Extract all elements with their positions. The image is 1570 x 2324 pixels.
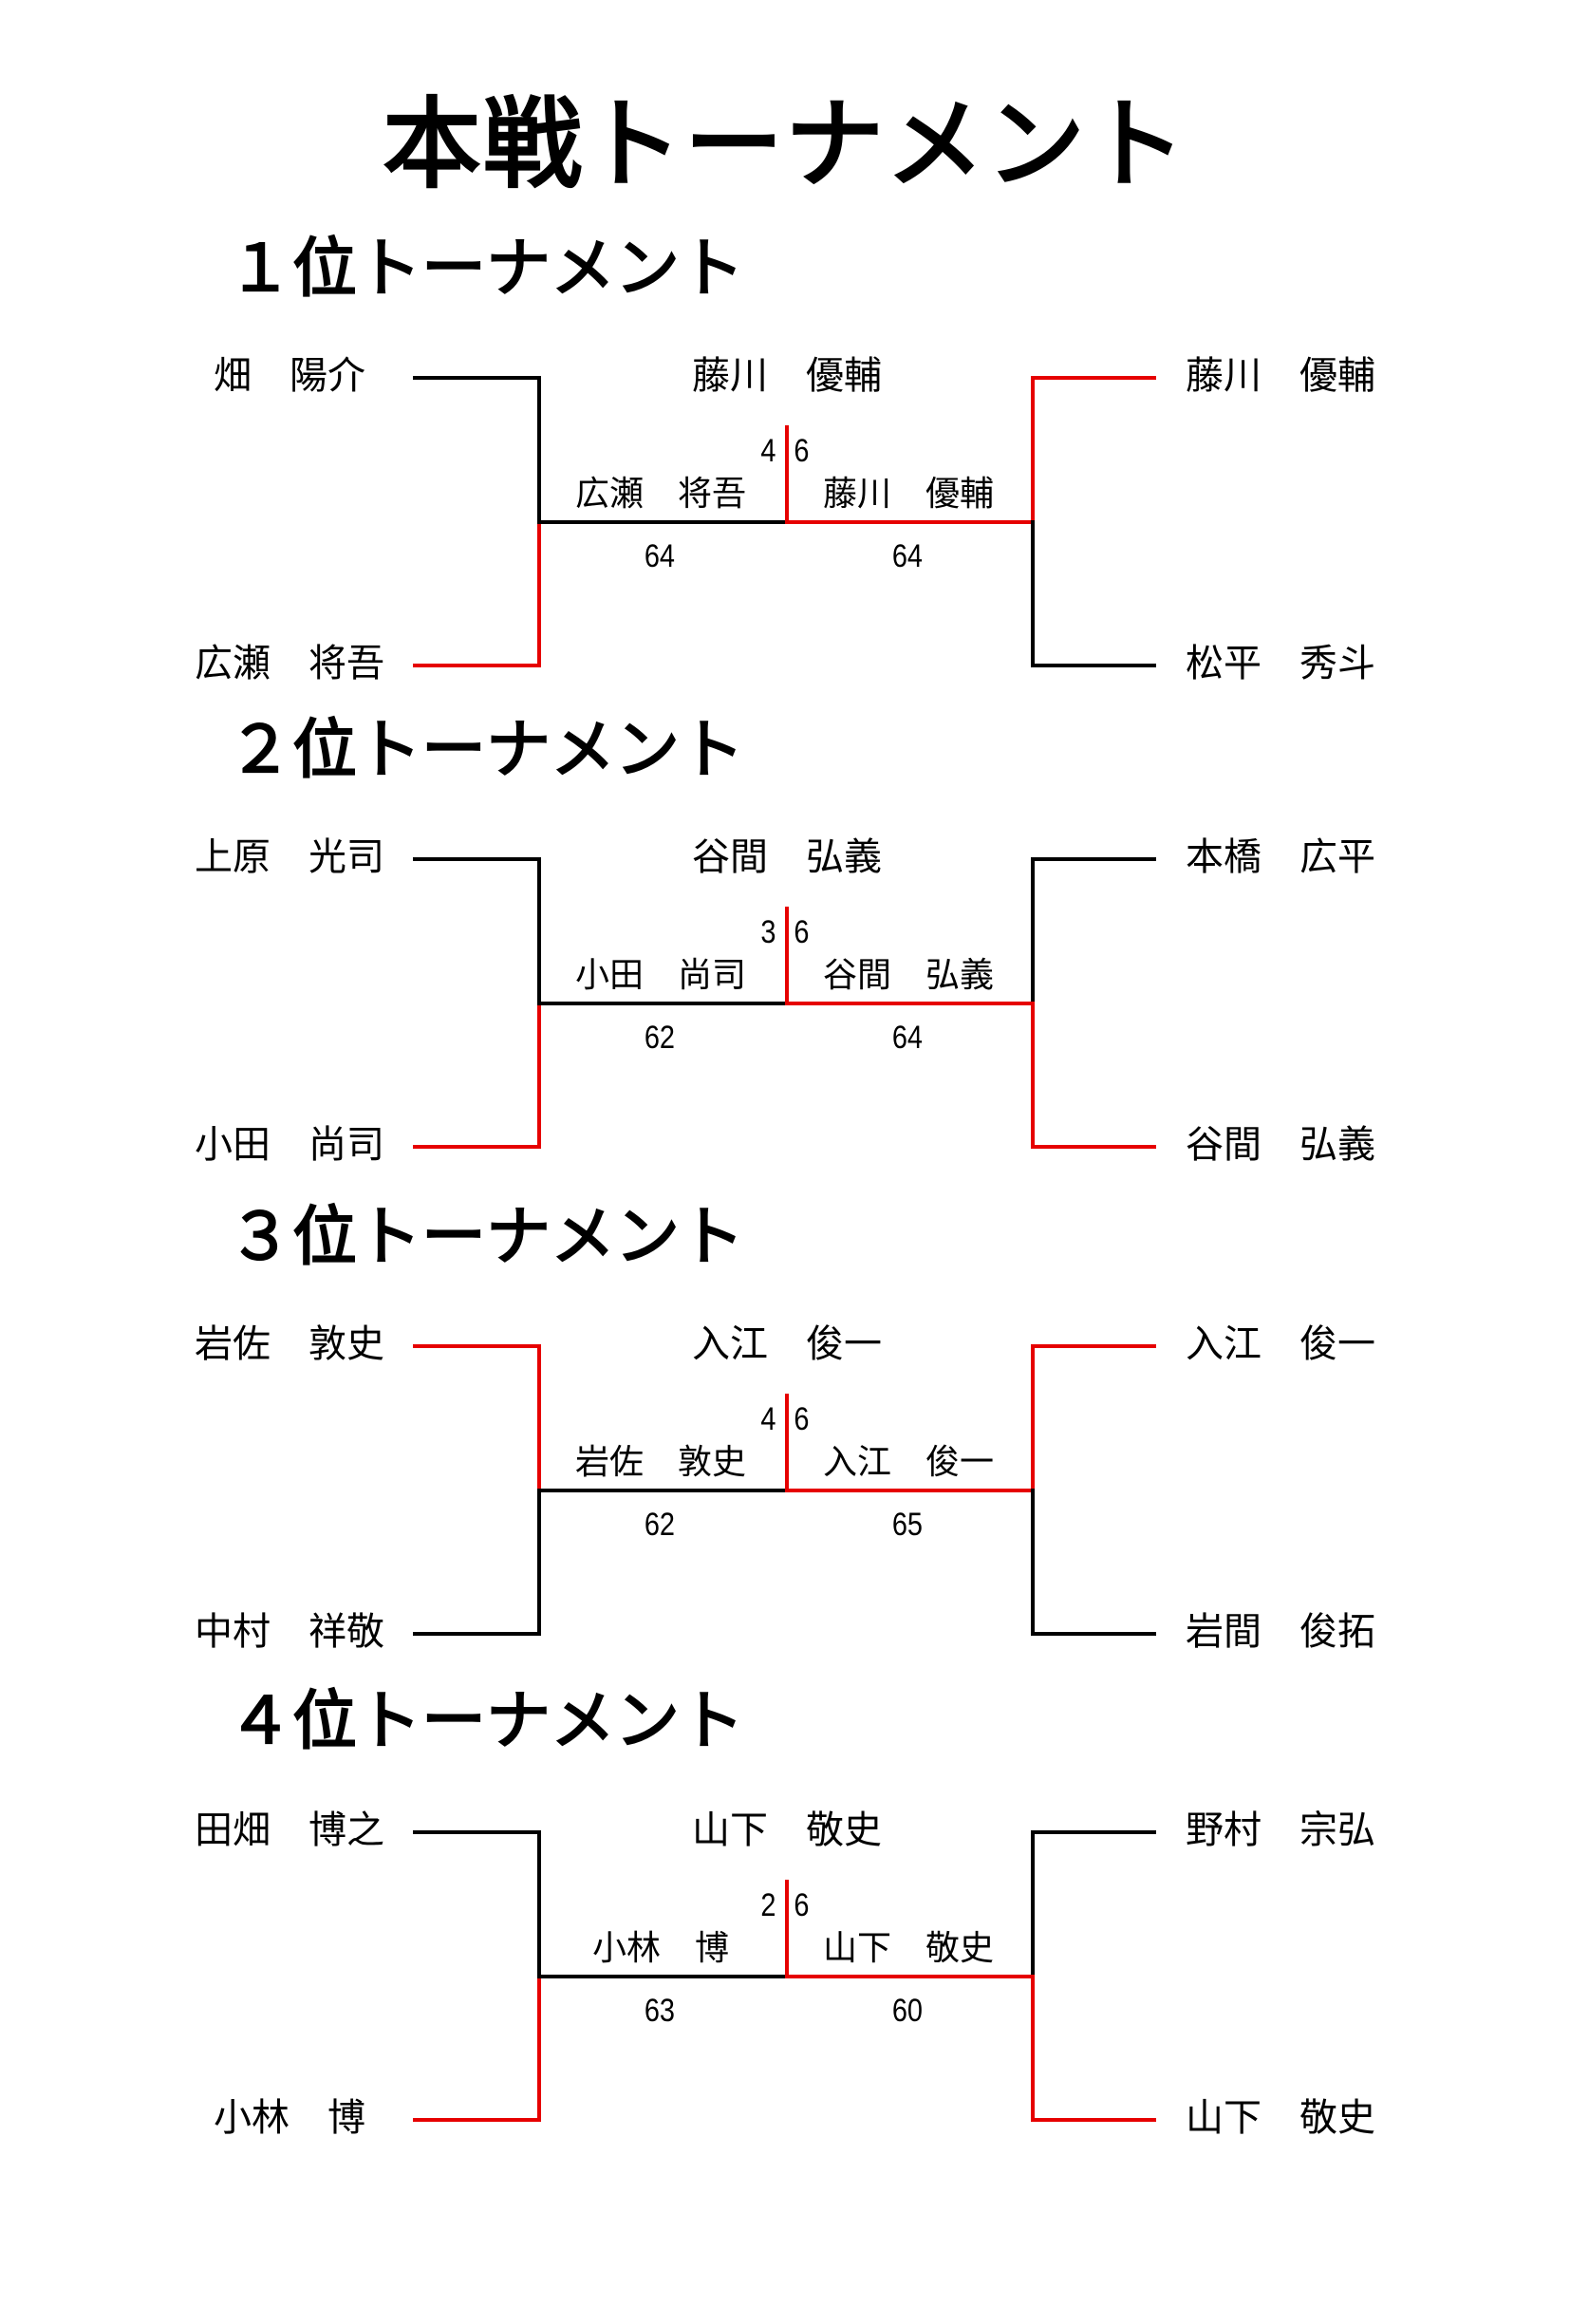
- line-left-bottom: [413, 2118, 541, 2122]
- line-right-bottom: [1031, 1632, 1156, 1636]
- semifinal-right-score: 60: [891, 1993, 923, 2029]
- line-left-vertical-bottom: [537, 1002, 541, 1149]
- line-center-right: [785, 520, 1035, 524]
- section-heading: ２位トーナメント: [228, 713, 745, 788]
- line-final-divider: [785, 1880, 789, 1978]
- line-left-vertical-top: [537, 376, 541, 524]
- player-right-top: 野村 宗弘: [1186, 1809, 1375, 1852]
- player-right-bottom: 松平 秀斗: [1186, 642, 1375, 685]
- player-right-top: 入江 俊一: [1186, 1322, 1375, 1366]
- final-left-score: 2: [760, 1887, 776, 1923]
- line-left-vertical-top: [537, 857, 541, 1005]
- line-final-divider: [785, 425, 789, 524]
- semifinal-right-score: 65: [891, 1507, 923, 1543]
- line-right-top: [1031, 1344, 1156, 1348]
- semifinal-left-score: 63: [644, 1993, 675, 2029]
- player-left-bottom: 中村 祥敬: [195, 1610, 384, 1654]
- line-center-left: [537, 1002, 785, 1005]
- line-left-vertical-bottom: [537, 1975, 541, 2122]
- champion-name: 藤川 優輔: [692, 354, 882, 398]
- semifinal-right-score: 64: [891, 538, 923, 574]
- final-left-score: 4: [760, 433, 776, 469]
- line-left-bottom: [413, 1632, 541, 1636]
- final-right-score: 6: [794, 433, 810, 469]
- line-right-top: [1031, 1830, 1156, 1834]
- line-right-vertical-top: [1031, 857, 1035, 1005]
- line-left-bottom: [413, 664, 541, 667]
- line-right-bottom: [1031, 2118, 1156, 2122]
- semifinal-right-name: 山下 敬史: [822, 1929, 994, 1968]
- final-left-score: 3: [760, 914, 776, 950]
- player-right-bottom: 岩間 俊拓: [1186, 1610, 1375, 1654]
- player-right-bottom: 谷間 弘義: [1186, 1123, 1375, 1167]
- semifinal-left-name: 小田 尚司: [574, 956, 746, 995]
- line-center-right: [785, 1489, 1035, 1492]
- semifinal-right-name: 谷間 弘義: [822, 956, 994, 995]
- player-left-top: 岩佐 敦史: [195, 1322, 384, 1366]
- semifinal-left-name: 岩佐 敦史: [574, 1443, 746, 1482]
- line-left-top: [413, 1830, 541, 1834]
- line-left-top: [413, 376, 541, 380]
- line-final-divider: [785, 1394, 789, 1492]
- line-right-vertical-top: [1031, 1344, 1035, 1492]
- line-right-vertical-top: [1031, 1830, 1035, 1978]
- player-left-bottom: 広瀬 将吾: [195, 642, 384, 685]
- final-right-score: 6: [794, 1401, 810, 1437]
- section-heading: ３位トーナメント: [228, 1200, 745, 1275]
- player-left-top: 上原 光司: [195, 835, 384, 879]
- semifinal-left-score: 62: [644, 1020, 675, 1056]
- player-left-bottom: 小田 尚司: [195, 1123, 384, 1167]
- line-right-vertical-bottom: [1031, 1975, 1035, 2122]
- line-left-vertical-top: [537, 1344, 541, 1492]
- line-left-vertical-bottom: [537, 1489, 541, 1636]
- champion-name: 山下 敬史: [692, 1809, 882, 1852]
- line-left-bottom: [413, 1145, 541, 1149]
- line-right-vertical-bottom: [1031, 1489, 1035, 1636]
- semifinal-right-name: 藤川 優輔: [822, 475, 994, 514]
- player-right-top: 本橋 広平: [1186, 835, 1375, 879]
- semifinal-left-score: 62: [644, 1507, 675, 1543]
- player-right-bottom: 山下 敬史: [1186, 2096, 1375, 2140]
- final-left-score: 4: [760, 1401, 776, 1437]
- player-left-top: 畑 陽介: [214, 354, 365, 398]
- final-right-score: 6: [794, 914, 810, 950]
- line-center-left: [537, 1489, 785, 1492]
- player-left-bottom: 小林 博: [214, 2096, 365, 2140]
- player-right-top: 藤川 優輔: [1186, 354, 1375, 398]
- line-left-top: [413, 857, 541, 861]
- semifinal-left-name: 小林 博: [591, 1929, 729, 1968]
- final-right-score: 6: [794, 1887, 810, 1923]
- line-center-right: [785, 1002, 1035, 1005]
- line-left-top: [413, 1344, 541, 1348]
- section-heading: ４位トーナメント: [228, 1684, 745, 1759]
- line-right-bottom: [1031, 664, 1156, 667]
- champion-name: 谷間 弘義: [692, 835, 882, 879]
- semifinal-left-score: 64: [644, 538, 675, 574]
- line-right-vertical-bottom: [1031, 520, 1035, 667]
- line-center-left: [537, 1975, 785, 1978]
- semifinal-left-name: 広瀬 将吾: [574, 475, 746, 514]
- line-right-top: [1031, 857, 1156, 861]
- semifinal-right-score: 64: [891, 1020, 923, 1056]
- line-final-divider: [785, 907, 789, 1005]
- line-right-vertical-top: [1031, 376, 1035, 524]
- line-center-right: [785, 1975, 1035, 1978]
- line-left-vertical-bottom: [537, 520, 541, 667]
- line-right-vertical-bottom: [1031, 1002, 1035, 1149]
- champion-name: 入江 俊一: [692, 1322, 882, 1366]
- page-title: 本戦トーナメント: [382, 86, 1187, 202]
- semifinal-right-name: 入江 俊一: [822, 1443, 994, 1482]
- line-right-top: [1031, 376, 1156, 380]
- line-right-bottom: [1031, 1145, 1156, 1149]
- section-heading: １位トーナメント: [228, 232, 745, 307]
- line-left-vertical-top: [537, 1830, 541, 1978]
- player-left-top: 田畑 博之: [195, 1809, 384, 1852]
- line-center-left: [537, 520, 785, 524]
